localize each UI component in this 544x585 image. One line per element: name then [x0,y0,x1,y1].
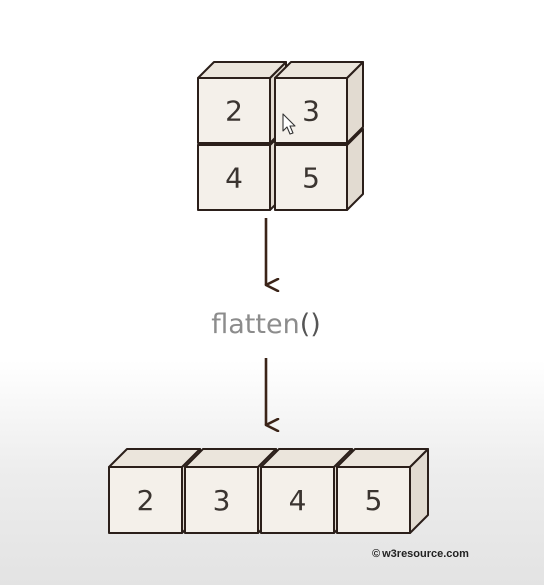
cube-front-face [336,466,411,534]
output-cube-5: 5 [336,448,429,534]
function-name: flatten [211,309,299,340]
cube-value: 4 [289,484,307,517]
cube-front-face [260,466,335,534]
cube-value: 3 [213,484,231,517]
function-parens: () [300,309,321,340]
cube-top-face [274,61,364,79]
input-grid-2x2: 4 5 2 3 [197,61,364,211]
cube-front-face [274,144,348,211]
cube-front-face [108,466,183,534]
cube-value: 5 [365,484,383,517]
output-row-1x4: 2 3 4 5 [108,448,429,534]
mouse-pointer-icon [282,113,296,135]
cube-front-face [184,466,259,534]
cube-value: 4 [225,162,243,195]
cube-value: 2 [225,95,243,128]
credit-site: w3resource.com [381,548,469,560]
cube-front-face [197,77,271,144]
cube-value: 2 [137,484,155,517]
input-cube-2: 2 [197,61,287,144]
cube-front-face [274,77,348,144]
cube-value: 5 [302,162,320,195]
cube-value: 3 [302,95,320,128]
credit-text: ©w3resource.com [372,548,469,560]
copyright-symbol: © [372,548,380,560]
cube-top-face [197,61,287,79]
function-label: flatten() [211,309,321,340]
cube-front-face [197,144,271,211]
input-cube-3: 3 [274,61,364,144]
output-cube-4: 4 [260,448,353,534]
